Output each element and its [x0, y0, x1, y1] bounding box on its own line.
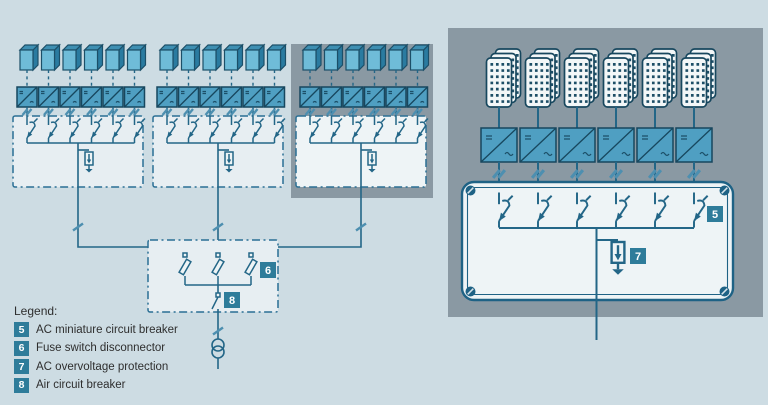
badge-ac-miniature-circuit-breaker: 5 [707, 206, 723, 222]
screw-icon [718, 184, 731, 197]
legend-badge: 8 [14, 377, 29, 393]
legend-title: Legend: [14, 304, 58, 318]
legend-label: Fuse switch disconnector [36, 342, 166, 354]
inverter-dc-ac-icon [519, 127, 557, 163]
pv-module-stack-icon [682, 49, 716, 107]
transformer-icon [211, 338, 225, 359]
pv-module-stack-icon [643, 49, 677, 107]
legend-label: AC overvoltage protection [36, 360, 169, 373]
screw-icon [464, 285, 477, 298]
legend-item-mcb: 5 AC miniature circuit breaker [14, 322, 178, 337]
legend-item-acb: 8 Air circuit breaker [14, 377, 178, 393]
legend: Legend: 5 AC miniature circuit breaker 6… [14, 304, 178, 396]
pv-module-stack-icon [565, 49, 599, 107]
screw-icon [718, 285, 731, 298]
legend-item-fuse-switch: 6 Fuse switch disconnector [14, 340, 178, 356]
badge-fuse-switch-disconnector: 6 [260, 262, 276, 278]
overvoltage-protection-icon [610, 240, 626, 276]
legend-badge: 6 [14, 340, 29, 356]
inverter-dc-ac-icon [636, 127, 674, 163]
pv-module-stack-icon [487, 49, 521, 107]
legend-badge: 5 [14, 322, 29, 337]
svg-text:8: 8 [229, 295, 235, 307]
string-group-2 [153, 45, 286, 187]
detail-view [460, 49, 735, 340]
legend-label: AC miniature circuit breaker [36, 323, 178, 336]
svg-text:6: 6 [265, 265, 271, 277]
legend-item-spd: 7 AC overvoltage protection [14, 359, 178, 374]
pv-module-stack-icon [604, 49, 638, 107]
inverter-dc-ac-icon [558, 127, 596, 163]
inverter-dc-ac-icon [597, 127, 635, 163]
screw-icon [464, 184, 477, 197]
legend-label: Air circuit breaker [36, 379, 126, 391]
air-circuit-breaker-icon [211, 292, 221, 312]
badge-air-circuit-breaker: 8 [224, 292, 240, 308]
inverter-dc-ac-icon [480, 127, 518, 163]
inverter-dc-ac-icon [675, 127, 713, 163]
detail-strings [480, 49, 716, 193]
svg-text:7: 7 [635, 251, 641, 263]
svg-text:5: 5 [712, 209, 718, 221]
legend-badge: 7 [14, 359, 29, 374]
string-group-1 [13, 45, 146, 187]
badge-ac-overvoltage-protection: 7 [630, 248, 646, 264]
pv-module-stack-icon [526, 49, 560, 107]
ac-combiner-box [147, 239, 279, 313]
